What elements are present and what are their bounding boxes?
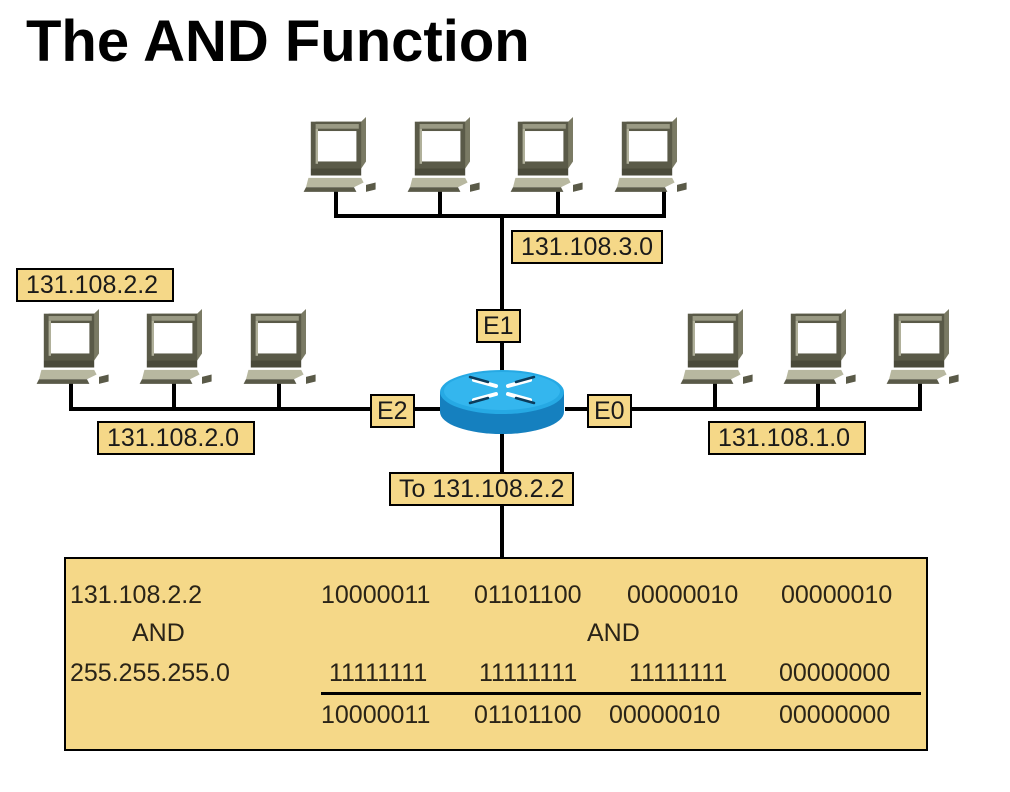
right-computer-3[interactable]	[886, 309, 959, 384]
left-network-label: 131.108.2.0	[97, 421, 256, 455]
ip-binary-octet-1: 10000011	[321, 581, 431, 609]
right-network-label: 131.108.1.0	[708, 421, 867, 455]
top-network-label: 131.108.3.0	[511, 230, 664, 264]
ip-binary-octet-4: 00000010	[781, 581, 893, 609]
mask-binary-octet-2: 11111111	[479, 659, 578, 687]
interface-e1-label: E1	[476, 309, 521, 343]
result-binary-octet-3: 00000010	[609, 701, 721, 729]
router-icon[interactable]	[440, 370, 564, 434]
destination-label: To 131.108.2.2	[389, 472, 575, 506]
and-operator-left: AND	[132, 619, 185, 647]
left-computer-1[interactable]	[36, 309, 109, 384]
left-computer-2[interactable]	[139, 309, 212, 384]
ip-binary-octet-2: 01101100	[474, 581, 582, 609]
result-binary-octet-4: 00000000	[779, 701, 891, 729]
mask-binary-octet-3: 11111111	[629, 659, 728, 687]
ip-binary-octet-3: 00000010	[627, 581, 739, 609]
and-operator-right: AND	[587, 619, 640, 647]
mask-binary-octet-4: 00000000	[779, 659, 891, 687]
interface-e0-label: E0	[587, 394, 632, 428]
result-binary-octet-2: 01101100	[474, 701, 582, 729]
right-computer-1[interactable]	[680, 309, 753, 384]
page-title: The AND Function	[26, 9, 530, 74]
ip-address-decimal: 131.108.2.2	[70, 581, 203, 609]
subnet-mask-decimal: 255.255.255.0	[70, 659, 230, 687]
mask-binary-octet-1: 11111111	[329, 659, 428, 687]
left-computer-3[interactable]	[243, 309, 316, 384]
top-computer-1[interactable]	[303, 117, 376, 192]
top-computer-2[interactable]	[407, 117, 480, 192]
top-computer-4[interactable]	[614, 117, 687, 192]
top-network-lan	[334, 191, 666, 372]
host-address-label: 131.108.2.2	[16, 268, 175, 302]
result-divider-line	[321, 692, 921, 695]
top-computer-3[interactable]	[510, 117, 583, 192]
interface-e2-label: E2	[370, 394, 415, 428]
and-calculation-box: 131.108.2.2 AND 255.255.255.0 10000011 0…	[64, 557, 928, 751]
result-binary-octet-1: 10000011	[321, 701, 431, 729]
right-computer-2[interactable]	[783, 309, 856, 384]
